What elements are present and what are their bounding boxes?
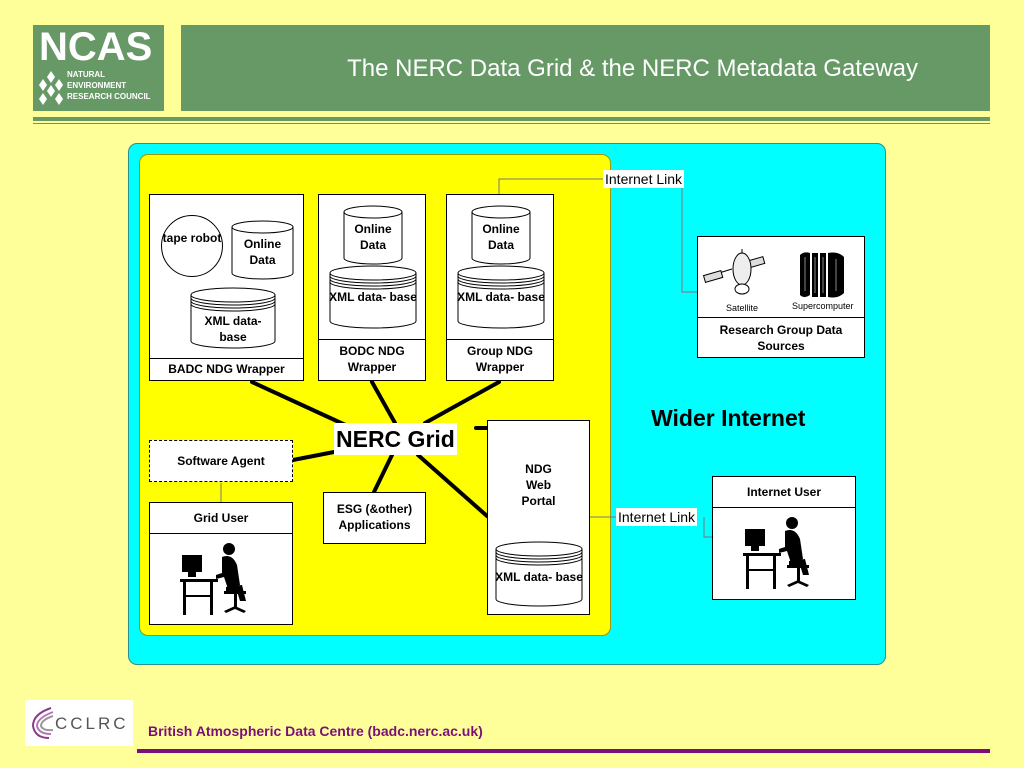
grid-user-box: Grid User: [149, 502, 293, 625]
software-agent-box: Software Agent: [149, 440, 293, 482]
bodc-online-data-cylinder: Online Data: [343, 205, 403, 265]
ncas-logo-text: NCAS: [39, 25, 153, 69]
cclrc-logo-text: CCLRC: [55, 714, 129, 733]
group-xml-db-cylinder: XML data- base: [457, 265, 545, 329]
satellite-label: Satellite: [726, 303, 759, 313]
satellite-icon: [702, 249, 766, 295]
ncas-logo-subtitle: NATURAL ENVIRONMENT RESEARCH COUNCIL: [67, 69, 151, 102]
research-group-box: Satellite Supercomputer Research Group D…: [697, 236, 865, 358]
wider-internet-label: Wider Internet: [651, 405, 806, 431]
badc-xml-db-cylinder: XML data- base: [190, 287, 276, 349]
esg-grid-line: [372, 453, 394, 494]
bodc-wrapper-label: BODC NDG Wrapper: [339, 344, 405, 374]
badc-xml-db-label: XML data- base: [204, 314, 262, 344]
bottom-link-line-right: [703, 517, 712, 538]
ndg-web-portal-label: NDG Web Portal: [521, 462, 556, 508]
research-group-label: Research Group Data Sources: [719, 323, 843, 353]
top-link-line-right: [681, 187, 697, 293]
esg-applications-label: ESG (&other) Applications: [336, 502, 413, 532]
stacked-cylinder-shape: [495, 541, 583, 607]
tape-robot: tape robot: [161, 215, 223, 277]
group-xml-db-label: XML data- base: [457, 290, 545, 304]
divider: [713, 507, 855, 508]
internet-link-top: Internet Link: [603, 170, 685, 188]
slide-title: The NERC Data Grid & the NERC Metadata G…: [347, 55, 918, 82]
nerc-grid-label: NERC Grid: [334, 423, 457, 455]
group-wrapper-label: Group NDG Wrapper: [467, 344, 533, 374]
bodc-xml-db-label: XML data- base: [329, 290, 417, 304]
portal-xml-db-cylinder: XML data- base: [495, 541, 583, 607]
footer-text: British Atmospheric Data Centre (badc.ne…: [148, 723, 483, 739]
title-divider: [33, 117, 990, 121]
logo-sub-line: NATURAL: [67, 70, 106, 79]
cclrc-logo: CCLRC: [25, 700, 133, 746]
ncas-logo: NCAS NATURAL ENVIRONMENT RESEARCH COUNCI…: [33, 25, 164, 111]
nerc-leaf-icon: [39, 71, 63, 105]
software-agent-label: Software Agent: [177, 454, 265, 468]
title-bar: The NERC Data Grid & the NERC Metadata G…: [181, 25, 990, 111]
portal-xml-db-label: XML data- base: [495, 570, 583, 584]
badc-online-data-label: Online Data: [243, 237, 282, 267]
cclrc-swirl-icon: [31, 707, 54, 739]
cylinder-shape: [231, 220, 294, 280]
divider: [698, 317, 864, 318]
bodc-xml-db-cylinder: XML data- base: [329, 265, 417, 329]
tape-robot-label: tape robot: [162, 231, 222, 245]
bodc-box: Online Data XML data- base BODC NDG Wrap…: [318, 194, 426, 381]
title-divider-thin: [33, 123, 990, 124]
internet-user-box: Internet User: [712, 476, 856, 600]
grid-user-label: Grid User: [193, 511, 249, 525]
esg-applications-box: ESG (&other) Applications: [323, 492, 426, 544]
ndg-web-portal-box: NDG Web Portal XML data- base: [487, 420, 590, 615]
stacked-cylinder-shape: [329, 265, 417, 329]
internet-user-label: Internet User: [746, 485, 822, 499]
internet-link-bottom: Internet Link: [616, 508, 698, 526]
supercomputer-label: Supercomputer: [792, 301, 854, 311]
top-link-line-left: [498, 178, 603, 195]
logo-sub-line: RESEARCH COUNCIL: [67, 92, 151, 101]
divider: [319, 339, 425, 340]
group-online-data-cylinder: Online Data: [471, 205, 531, 265]
user-at-computer-icon: [180, 543, 246, 615]
bodc-online-data-label: Online Data: [354, 222, 392, 252]
badc-grid-line: [250, 380, 354, 430]
divider: [150, 533, 292, 534]
bodc-grid-line: [370, 380, 397, 425]
supercomputer-icon: [800, 252, 844, 298]
badc-online-data-cylinder: Online Data: [231, 220, 294, 280]
divider: [150, 358, 303, 359]
user-at-computer-icon: [743, 517, 809, 589]
cylinder-shape: [471, 205, 531, 265]
stacked-cylinder-shape: [457, 265, 545, 329]
group-box: Online Data XML data- base Group NDG Wra…: [446, 194, 554, 381]
badc-box: tape robot Online Data XML data- base BA…: [149, 194, 304, 381]
portal-grid-line: [416, 453, 489, 518]
badc-wrapper-label: BADC NDG Wrapper: [168, 362, 285, 376]
divider: [447, 339, 553, 340]
stacked-cylinder-shape: [190, 287, 276, 349]
group-online-data-label: Online Data: [482, 222, 520, 252]
logo-sub-line: ENVIRONMENT: [67, 81, 127, 90]
footer-divider: [137, 749, 990, 753]
cylinder-shape: [343, 205, 403, 265]
agent-grid-line: [291, 450, 336, 462]
group-grid-line: [423, 380, 501, 425]
